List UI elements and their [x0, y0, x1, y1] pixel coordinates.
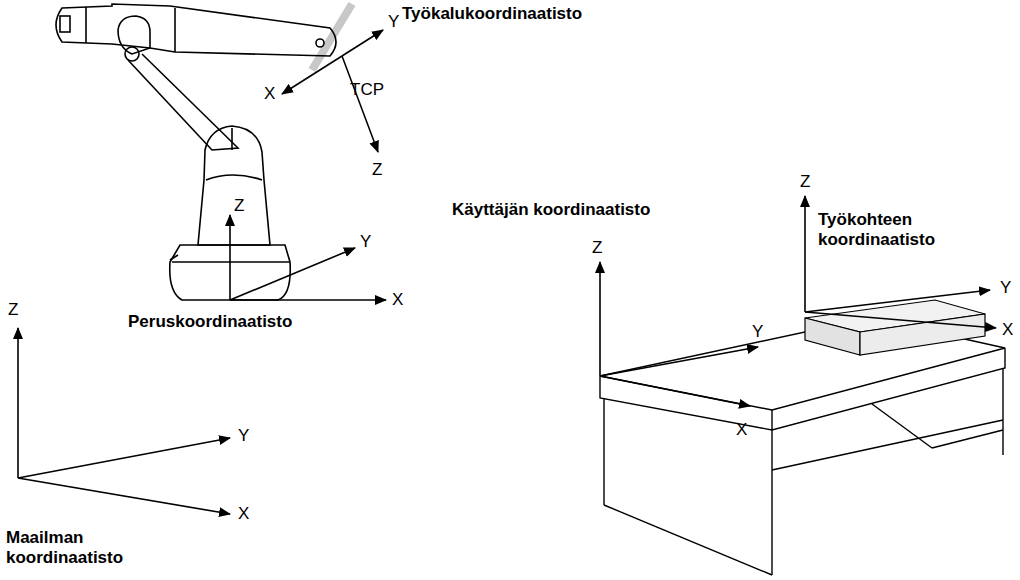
frame-title: Käyttäjän koordinaatisto — [452, 200, 650, 220]
axis-letter: Z — [800, 172, 810, 192]
axis-letter: Y — [360, 232, 371, 252]
axis-letter: X — [392, 290, 403, 310]
robot-arm — [56, 4, 336, 300]
work-table — [600, 318, 1005, 575]
axis-letter: X — [736, 420, 747, 440]
axis-letter: X — [1002, 320, 1013, 340]
axis-letter: Z — [234, 196, 244, 216]
axis-letter: Y — [238, 426, 249, 446]
axis-letter: Z — [8, 300, 18, 320]
coordinate-axes — [18, 30, 996, 514]
frame-title: Peruskoordinaatisto — [128, 312, 292, 332]
frame-title: Työkalukoordinaatisto — [402, 4, 582, 24]
axis-letter: X — [264, 84, 275, 104]
axis-letter: Z — [372, 160, 382, 180]
tool-stick — [312, 4, 352, 70]
tcp-label: TCP — [350, 80, 384, 100]
axis-letter: Y — [1000, 278, 1011, 298]
frame-title: Työkohteen koordinaatisto — [818, 210, 968, 251]
axis-letter: X — [238, 504, 249, 524]
axis-letter: Z — [592, 238, 602, 258]
axis-letter: Y — [752, 322, 763, 342]
axis-letter: Y — [388, 12, 399, 32]
frame-title: Maailman koordinaatisto — [6, 528, 146, 569]
